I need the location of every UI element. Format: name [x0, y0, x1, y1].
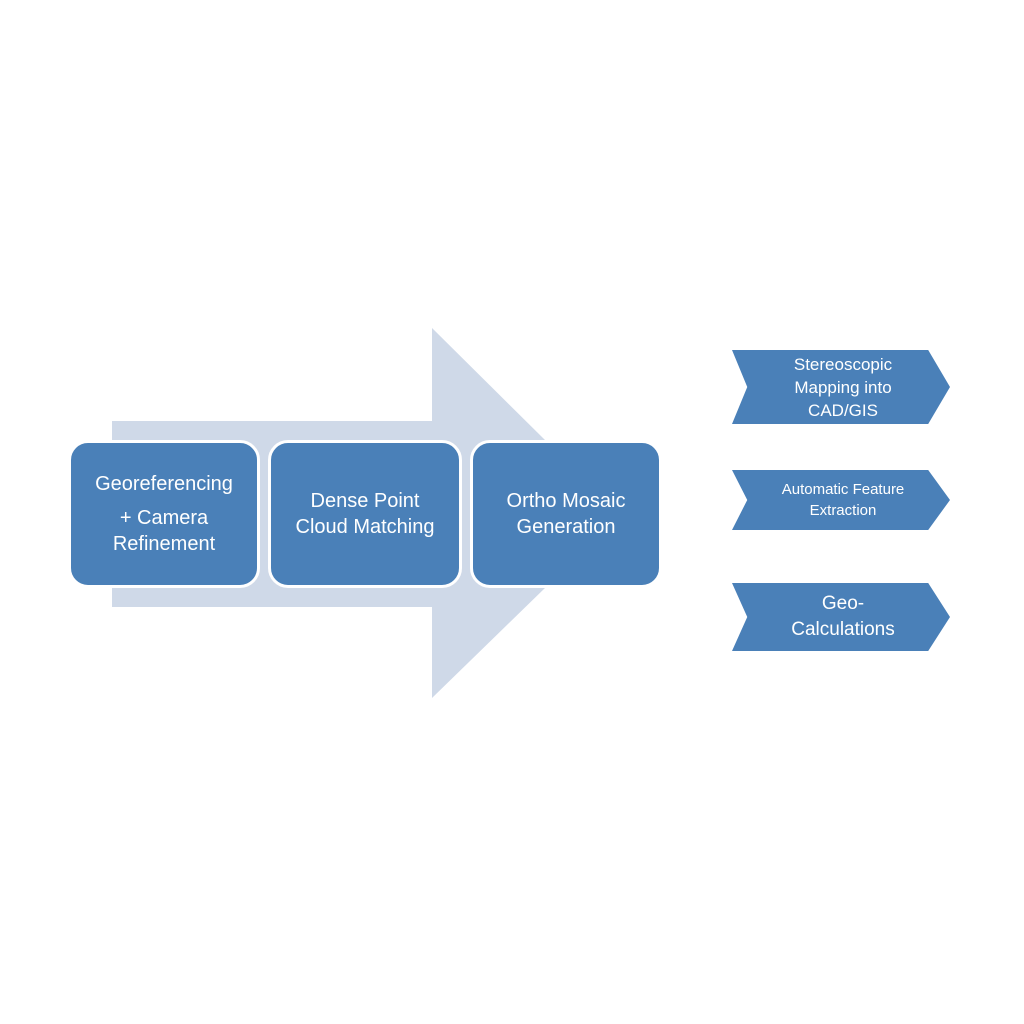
chevron-shape: [732, 470, 950, 530]
step-2-line-2: Cloud Matching: [295, 516, 435, 538]
output-2-text: Automatic Feature Extraction: [772, 479, 911, 521]
output-3-line-1: Geo-: [821, 593, 865, 614]
step-2-line-1: Dense Point: [310, 490, 420, 512]
step-dense-point-cloud-matching: Dense Point Cloud Matching: [268, 440, 462, 588]
output-stereoscopic-mapping: Stereoscopic Mapping into CAD/GIS: [732, 350, 950, 424]
chevron-shape: [732, 583, 950, 651]
output-1-line-3: CAD/GIS: [808, 400, 878, 420]
output-1-text: Stereoscopic Mapping into CAD/GIS: [784, 353, 898, 422]
output-1-line-2: Mapping into: [794, 377, 892, 397]
step-1-line-2: + Camera: [119, 507, 209, 529]
output-automatic-feature-extraction: Automatic Feature Extraction: [732, 470, 950, 530]
step-3-line-1: Ortho Mosaic: [506, 490, 626, 512]
output-3-line-2: Calculations: [791, 619, 895, 640]
step-3-line-2: Generation: [516, 516, 616, 538]
chevron-shape: [732, 350, 950, 424]
output-1-line-1: Stereoscopic: [793, 354, 893, 374]
output-3-text: Geo- Calculations: [781, 591, 901, 643]
output-2-line-1: Automatic Feature: [781, 481, 905, 498]
output-2-line-2: Extraction: [809, 502, 877, 519]
step-georeferencing: Georeferencing + Camera Refinement: [68, 440, 260, 588]
step-ortho-mosaic-generation: Ortho Mosaic Generation: [470, 440, 662, 588]
step-1-line-1: Georeferencing: [95, 473, 233, 495]
output-geo-calculations: Geo- Calculations: [732, 583, 950, 651]
step-1-line-3: Refinement: [112, 533, 216, 555]
